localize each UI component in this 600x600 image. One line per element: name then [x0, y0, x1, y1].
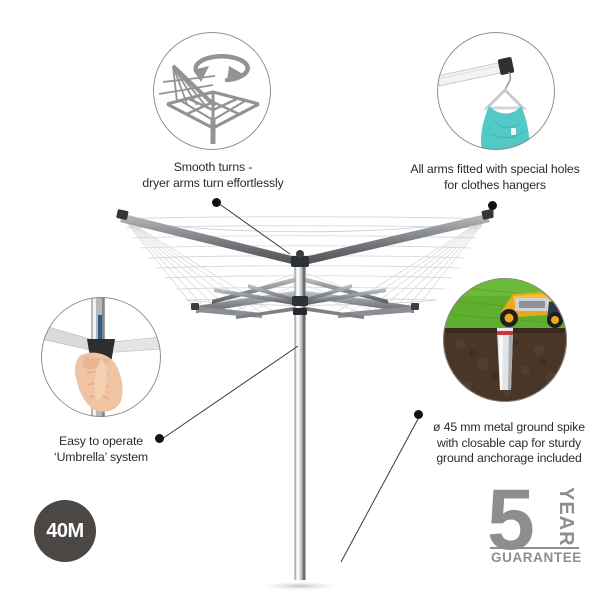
hand-grip-pole-icon — [41, 297, 161, 417]
caption-hanger-holes: All arms fitted with special holes for c… — [410, 162, 580, 192]
caption-smooth-turns: Smooth turns - dryer arms turn effortles… — [142, 160, 284, 190]
rotation-arrow-dryer-icon — [158, 54, 260, 144]
feature-bubble-ground-spike — [443, 278, 567, 402]
size-badge-label: 40M — [46, 519, 84, 542]
guarantee-label: GUARANTEE — [491, 550, 582, 565]
leader-umbrella-system — [161, 345, 299, 440]
callout-dot-smooth-turns — [212, 198, 221, 207]
guarantee-badge: 5 YEAR GUARANTEE — [487, 477, 582, 567]
leader-smooth-turns — [217, 202, 291, 255]
lawnmower-ground-spike-icon — [443, 278, 567, 402]
feature-bubble-smooth-turns — [153, 32, 271, 150]
callout-dot-ground-spike — [414, 410, 423, 419]
guarantee-divider — [490, 547, 579, 549]
feature-bubble-umbrella-system — [41, 297, 161, 417]
caption-umbrella-system: Easy to operate ‘Umbrella’ system — [53, 434, 149, 464]
size-badge-40m: 40M — [34, 500, 96, 562]
leader-ground-spike — [340, 418, 419, 563]
callout-dot-hanger-holes — [488, 201, 497, 210]
feature-bubble-hanger-holes — [437, 32, 555, 150]
guarantee-year-label: YEAR — [555, 487, 577, 547]
callout-dot-umbrella — [155, 434, 164, 443]
clothes-hanger-icon — [437, 32, 555, 150]
caption-ground-spike: ø 45 mm metal ground spike with closable… — [433, 420, 585, 465]
